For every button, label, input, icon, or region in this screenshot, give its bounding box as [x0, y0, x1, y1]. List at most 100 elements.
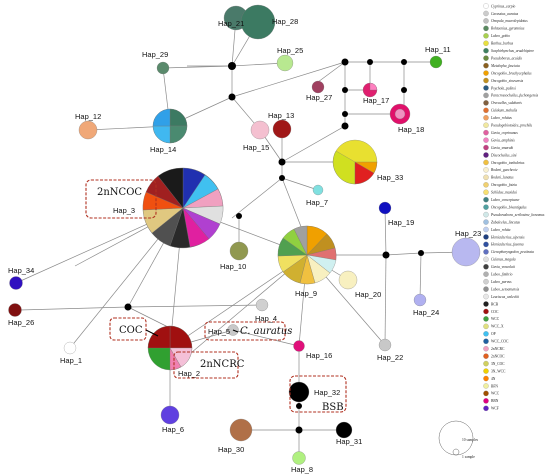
hap-22-node[interactable]: [378, 338, 392, 352]
hap-28-node[interactable]: [240, 4, 276, 40]
legend-label: Labeo_rohita: [490, 228, 511, 232]
label-hap-2: Hap_2: [178, 369, 200, 378]
label-hap-16: Hap_16: [306, 351, 332, 360]
hap-1-node[interactable]: [63, 341, 77, 355]
legend-swatch: [483, 47, 489, 54]
hap-32-node[interactable]: [288, 381, 310, 403]
hap-8-node[interactable]: [292, 451, 306, 465]
label-hap-8: Hap_8: [291, 465, 313, 474]
hap-3-node[interactable]: [142, 167, 224, 249]
callout-arrows: [145, 329, 239, 337]
hap-34-node[interactable]: [9, 276, 23, 290]
hap-25-node[interactable]: [276, 54, 294, 72]
legend-swatch: [483, 204, 489, 210]
hap-33-node[interactable]: [332, 139, 378, 185]
hap-17-node[interactable]: [362, 82, 378, 98]
legend-label: Paracrossocheilus_fuchongensis: [490, 94, 539, 98]
legend-label: Labeo_setoamensis: [490, 287, 520, 291]
hap-16-node[interactable]: [293, 340, 305, 352]
legend-swatch: [483, 219, 489, 225]
legend-swatch: [483, 368, 489, 374]
legend-swatch: [483, 137, 489, 143]
label-hap-19: Hap_19: [388, 218, 414, 227]
label-hap-21: Hap_21: [218, 19, 244, 28]
legend-label: Psychola_palinsi: [490, 86, 516, 90]
legend-label: OP: [491, 332, 496, 336]
hap-labels: Hap_21 Hap_28 Hap_29 Hap_25 Hap_11 Hap_1…: [8, 17, 481, 474]
legend-label: Labeo_gobio: [490, 34, 510, 38]
legend-swatch: [483, 390, 489, 397]
label-hap-10: Hap_10: [220, 262, 246, 271]
legend-label: Ctenopharyngodon_pectinata: [491, 250, 534, 254]
legend-label: Oncogobio_bivantigulus: [491, 205, 527, 209]
legend-label: Gavia_coprinanus: [491, 131, 518, 135]
legend-label: 3N_WCC: [491, 369, 506, 373]
legend-swatch: [483, 62, 489, 69]
legend-swatch: [483, 159, 489, 166]
legend-swatch: [483, 33, 489, 39]
legend-label: Orecaellus_salabaris: [491, 101, 522, 105]
legend-label: WCC: [491, 392, 500, 396]
hap-10-node[interactable]: [229, 241, 249, 261]
label-hap-29: Hap_29: [142, 50, 168, 59]
legend-label: Oncogobio_brachycephalus: [491, 71, 532, 75]
legend-swatch: [483, 234, 489, 240]
callout-2nncoc: 2nNCOC: [97, 187, 142, 198]
hap-15-node[interactable]: [250, 120, 270, 140]
hap-14-node[interactable]: [152, 108, 188, 144]
callout-auratus: C. auratus: [240, 326, 292, 337]
legend-label: 4N: [491, 377, 496, 381]
hap-13-node[interactable]: [272, 119, 292, 139]
hap-11-node[interactable]: [429, 55, 443, 69]
label-hap-4: Hap_4: [255, 314, 277, 323]
hap-24-node[interactable]: [413, 293, 427, 307]
legend-swatch: [483, 196, 489, 203]
legend-swatch: [483, 3, 489, 9]
legend-swatch: [483, 129, 489, 136]
legend-swatch: [483, 152, 489, 158]
hap-19-node[interactable]: [378, 201, 392, 215]
legend-label: Labeo_fimbrio: [490, 273, 513, 277]
legend-swatch: [483, 92, 489, 99]
hap-20-node[interactable]: [338, 270, 358, 290]
legend-swatch: [483, 174, 489, 181]
callout-bsb: BSB: [322, 402, 344, 413]
legend-swatch: [483, 323, 489, 330]
legend-swatch: [483, 301, 489, 307]
legend-label: WCF: [491, 407, 499, 411]
hap-9-node[interactable]: [277, 225, 337, 285]
legend-label: Discocheilus_sini: [490, 153, 517, 157]
legend-label: Gavia_amphinis: [491, 138, 515, 142]
hap-7-node[interactable]: [312, 184, 324, 196]
label-hap-1: Hap_1: [60, 356, 82, 365]
legend-label: 2nNCRC: [491, 347, 505, 351]
legend-swatch: [483, 398, 489, 404]
legend-swatch: [483, 345, 489, 352]
hap-29-node[interactable]: [156, 61, 170, 75]
legend-swatch: [483, 405, 489, 412]
hap-12-node[interactable]: [78, 120, 98, 140]
legend-label: Onopala_macrolepidotus: [491, 19, 528, 23]
label-hap-33: Hap_33: [377, 173, 403, 182]
label-hap-9: Hap_9: [295, 289, 317, 298]
hap-26-node[interactable]: [8, 303, 22, 317]
legend-swatch: [483, 55, 489, 61]
legend-swatch: [483, 331, 489, 337]
hap-31-node[interactable]: [335, 421, 353, 439]
hap-18-node[interactable]: [389, 103, 411, 125]
hap-4-node[interactable]: [255, 298, 269, 312]
hap-2-node[interactable]: [147, 325, 193, 371]
label-hap-18: Hap_18: [398, 125, 424, 134]
hap-6-node[interactable]: [160, 405, 180, 425]
legend-label: Oncogobio_fotzia: [491, 183, 517, 187]
legend-swatch: [483, 18, 489, 24]
hap-23-node[interactable]: [451, 237, 481, 267]
label-hap-26: Hap_26: [8, 318, 34, 327]
legend-label: Cyprinus_carpio: [491, 4, 516, 8]
hap-27-node[interactable]: [311, 80, 325, 94]
legend-label: 3N_COC: [491, 362, 505, 366]
legend-swatch: [483, 85, 489, 91]
hap-30-node[interactable]: [229, 418, 253, 442]
label-hap-6: Hap_6: [162, 425, 184, 434]
label-hap-27: Hap_27: [306, 93, 332, 102]
